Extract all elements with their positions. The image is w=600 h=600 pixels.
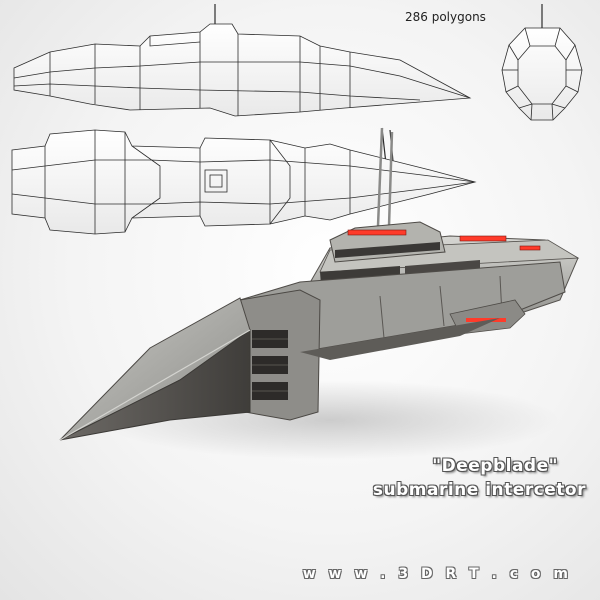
wireframe-front-view (501, 4, 583, 121)
wireframe-side-view (13, 4, 472, 117)
model-name: "Deepblade" (432, 456, 558, 476)
wireframe-top-view (11, 127, 477, 235)
website-url: w w w . 3 D R T . c o m (302, 566, 572, 582)
submarine-render (59, 127, 580, 460)
model-description: submarine intercetor (372, 480, 586, 500)
polygon-count-label: 286 polygons (405, 10, 486, 24)
